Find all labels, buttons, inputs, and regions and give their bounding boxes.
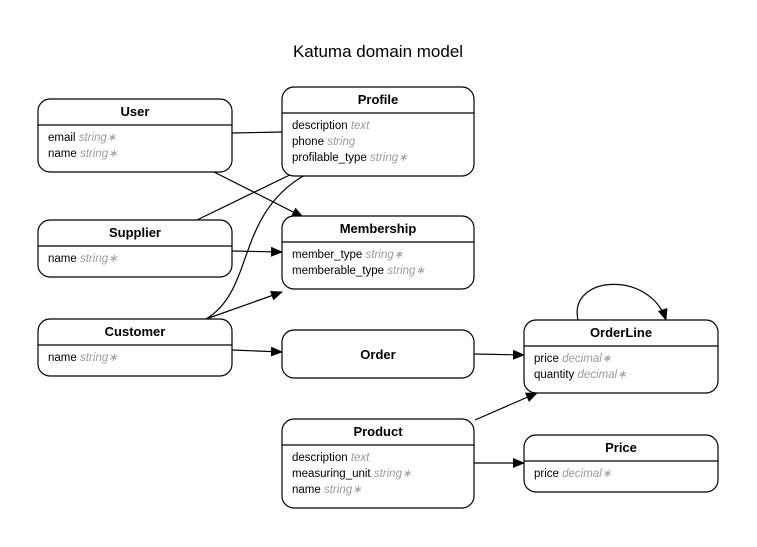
attribute-type: text: [351, 452, 370, 464]
attribute-name: quantity: [534, 369, 575, 381]
attribute-type: string∗: [79, 132, 117, 144]
attribute-type: string∗: [80, 253, 118, 265]
entity-name: OrderLine: [590, 325, 652, 340]
entity-box-orderline: [523, 319, 719, 394]
edge-orderline-orderline: [576, 283, 668, 321]
attribute-name: profilable_type: [292, 152, 367, 164]
entity-name: Membership: [340, 221, 417, 236]
attribute-type: decimal∗: [577, 369, 627, 381]
edge-customer-profile: [205, 174, 306, 320]
attribute-row: name string∗: [48, 352, 118, 364]
attribute-type: string∗: [366, 249, 404, 261]
attribute-row: member_type string∗: [292, 249, 404, 261]
entity-name: Price: [605, 440, 637, 455]
entity-box-customer: [37, 318, 233, 377]
attribute-row: quantity decimal∗: [534, 369, 627, 381]
attribute-row: description text: [292, 120, 370, 132]
edge-supplier-profile: [196, 169, 301, 221]
attribute-row: name string∗: [48, 253, 118, 265]
attribute-type: decimal∗: [562, 468, 612, 480]
entity-customer[interactable]: Customer name string∗: [37, 318, 233, 377]
edge-user-membership: [213, 171, 304, 218]
attribute-name: price: [534, 353, 559, 365]
attribute-type: decimal∗: [562, 353, 612, 365]
entity-box-user: [37, 98, 233, 173]
edge-customer-order: [231, 346, 283, 357]
entity-name: Order: [360, 347, 395, 362]
attribute-type: string: [327, 136, 356, 148]
attribute-type: string∗: [387, 265, 425, 277]
attribute-name: name: [48, 148, 77, 160]
attribute-name: name: [48, 253, 77, 265]
attribute-row: price decimal∗: [534, 353, 612, 365]
edge-product-orderline: [474, 392, 538, 421]
attribute-row: phone string: [292, 136, 356, 148]
diagram-title: Katuma domain model: [293, 42, 463, 61]
entity-profile[interactable]: Profile description text phone string profi…: [281, 86, 475, 177]
edge-supplier-membership: [231, 246, 283, 257]
entity-name: Product: [353, 424, 403, 439]
entity-order[interactable]: Order: [281, 329, 475, 379]
entity-name: User: [121, 104, 150, 119]
attribute-type: string∗: [80, 352, 118, 364]
attribute-type: string∗: [370, 152, 408, 164]
edge-user-profile: [231, 131, 283, 134]
entity-name: Supplier: [109, 225, 161, 240]
entity-box-profile: [281, 86, 475, 177]
attribute-row: price decimal∗: [534, 468, 612, 480]
attribute-row: name string∗: [292, 484, 362, 496]
attribute-row: profilable_type string∗: [292, 152, 408, 164]
entity-name: Profile: [358, 92, 398, 107]
attribute-row: email string∗: [48, 132, 117, 144]
attribute-name: name: [48, 352, 77, 364]
attribute-type: string∗: [324, 484, 362, 496]
attribute-name: email: [48, 132, 75, 144]
entity-supplier[interactable]: Supplier name string∗: [37, 219, 233, 278]
entity-name: Customer: [105, 324, 166, 339]
attribute-name: memberable_type: [292, 265, 384, 277]
relationships-layer: [196, 131, 668, 468]
entity-box-product: [281, 418, 475, 509]
edge-order-orderline: [473, 349, 525, 360]
attribute-row: memberable_type string∗: [292, 265, 425, 277]
entity-box-order: [281, 329, 475, 379]
attribute-type: text: [351, 120, 370, 132]
attribute-name: phone: [292, 136, 324, 148]
attribute-type: string∗: [374, 468, 412, 480]
attribute-type: string∗: [80, 148, 118, 160]
attribute-name: description: [292, 452, 348, 464]
attribute-name: member_type: [292, 249, 362, 261]
attribute-name: description: [292, 120, 348, 132]
attribute-name: price: [534, 468, 559, 480]
attribute-row: measuring_unit string∗: [292, 468, 412, 480]
entity-price[interactable]: Price price decimal∗: [523, 434, 719, 493]
attribute-row: name string∗: [48, 148, 118, 160]
attribute-row: description text: [292, 452, 370, 464]
edge-customer-membership: [205, 290, 283, 320]
attribute-name: measuring_unit: [292, 468, 371, 480]
entity-box-membership: [281, 215, 475, 290]
entity-product[interactable]: Product description text measuring_unit st…: [281, 418, 475, 509]
attribute-name: name: [292, 484, 321, 496]
entity-box-price: [523, 434, 719, 493]
entity-box-supplier: [37, 219, 233, 278]
